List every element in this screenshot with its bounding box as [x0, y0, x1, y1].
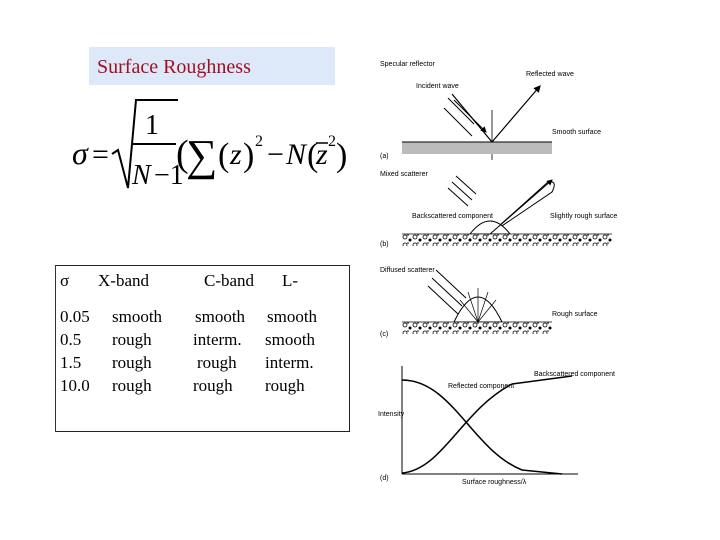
svg-text:N: N	[131, 160, 152, 191]
header-x-band: X-band	[98, 271, 149, 290]
panel-a-label: (a)	[380, 153, 389, 160]
panel-d: Reflected component Backscattered compon…	[378, 366, 615, 486]
table-cell: rough	[112, 330, 152, 349]
rough-surface-label: Rough surface	[552, 311, 598, 318]
backscattered-label-b: Backscattered component	[412, 213, 493, 220]
svg-text:): )	[243, 137, 254, 174]
panel-a-title: Specular reflector	[380, 61, 436, 68]
svg-text:∑: ∑	[186, 131, 217, 180]
svg-text:N: N	[285, 138, 308, 171]
svg-text:=: =	[92, 138, 109, 171]
svg-text:(: (	[176, 133, 189, 175]
title-box: Surface Roughness	[89, 47, 335, 85]
scattering-diagram: Specular reflector Incident wave Reflect…	[378, 61, 617, 486]
slightly-rough-label: Slightly rough surface	[550, 213, 617, 220]
smooth-surface-label: Smooth surface	[552, 129, 601, 136]
svg-text:z: z	[315, 138, 328, 171]
roughness-axis-label: Surface roughness/λ	[462, 479, 527, 486]
panel-b: Mixed scatterer Backscattered component …	[380, 171, 617, 248]
svg-text:(: (	[307, 137, 318, 174]
header-c-band: C-band	[204, 271, 255, 290]
table-cell: smooth	[195, 307, 246, 326]
table-cell: rough	[197, 353, 237, 372]
incident-wave-label: Incident wave	[416, 83, 459, 90]
svg-text:2: 2	[255, 133, 263, 150]
table-cell: smooth	[265, 330, 316, 349]
svg-text:2: 2	[328, 133, 336, 150]
panel-c: Diffused scatterer Rough surface (c)	[380, 267, 598, 338]
panel-a: Specular reflector Incident wave Reflect…	[380, 61, 601, 160]
panel-c-title: Diffused scatterer	[380, 267, 435, 274]
roughness-formula: σ = 1 N −1 ( ∑ ( z ) 2 − N ( z 2 )	[72, 99, 347, 191]
backscattered-component-label: Backscattered component	[534, 371, 615, 378]
table-cell: smooth	[267, 307, 318, 326]
table-cell: rough	[265, 376, 305, 395]
reflected-component-label: Reflected component	[448, 383, 514, 390]
panel-b-title: Mixed scatterer	[380, 171, 429, 178]
panel-d-label: (d)	[380, 475, 389, 482]
table-cell: 0.5	[60, 330, 82, 349]
table-cell: rough	[112, 376, 152, 395]
svg-text:−: −	[267, 138, 284, 171]
panel-c-label: (c)	[380, 331, 388, 338]
table-cell: 10.0	[60, 376, 90, 395]
intensity-axis-label: Intensity	[378, 411, 405, 418]
table-cell: 1.5	[60, 353, 82, 372]
svg-text:−1: −1	[154, 160, 184, 191]
roughness-table: σ X-band C-band L- 0.05 smooth smooth sm…	[55, 265, 350, 432]
header-sigma: σ	[60, 271, 70, 290]
table-cell: interm.	[193, 330, 242, 349]
slide-title: Surface Roughness	[97, 56, 251, 78]
svg-text:z: z	[229, 138, 242, 171]
panel-b-label: (b)	[380, 241, 389, 248]
svg-text:): )	[336, 137, 347, 174]
svg-text:1: 1	[145, 110, 159, 141]
svg-text:(: (	[218, 137, 229, 174]
header-l-band: L-	[282, 271, 299, 290]
table-cell: 0.05	[60, 307, 90, 326]
table-cell: smooth	[112, 307, 163, 326]
table-cell: interm.	[265, 353, 314, 372]
reflected-wave-label: Reflected wave	[526, 71, 574, 78]
table-cell: rough	[193, 376, 233, 395]
svg-text:σ: σ	[72, 135, 89, 171]
table-cell: rough	[112, 353, 152, 372]
